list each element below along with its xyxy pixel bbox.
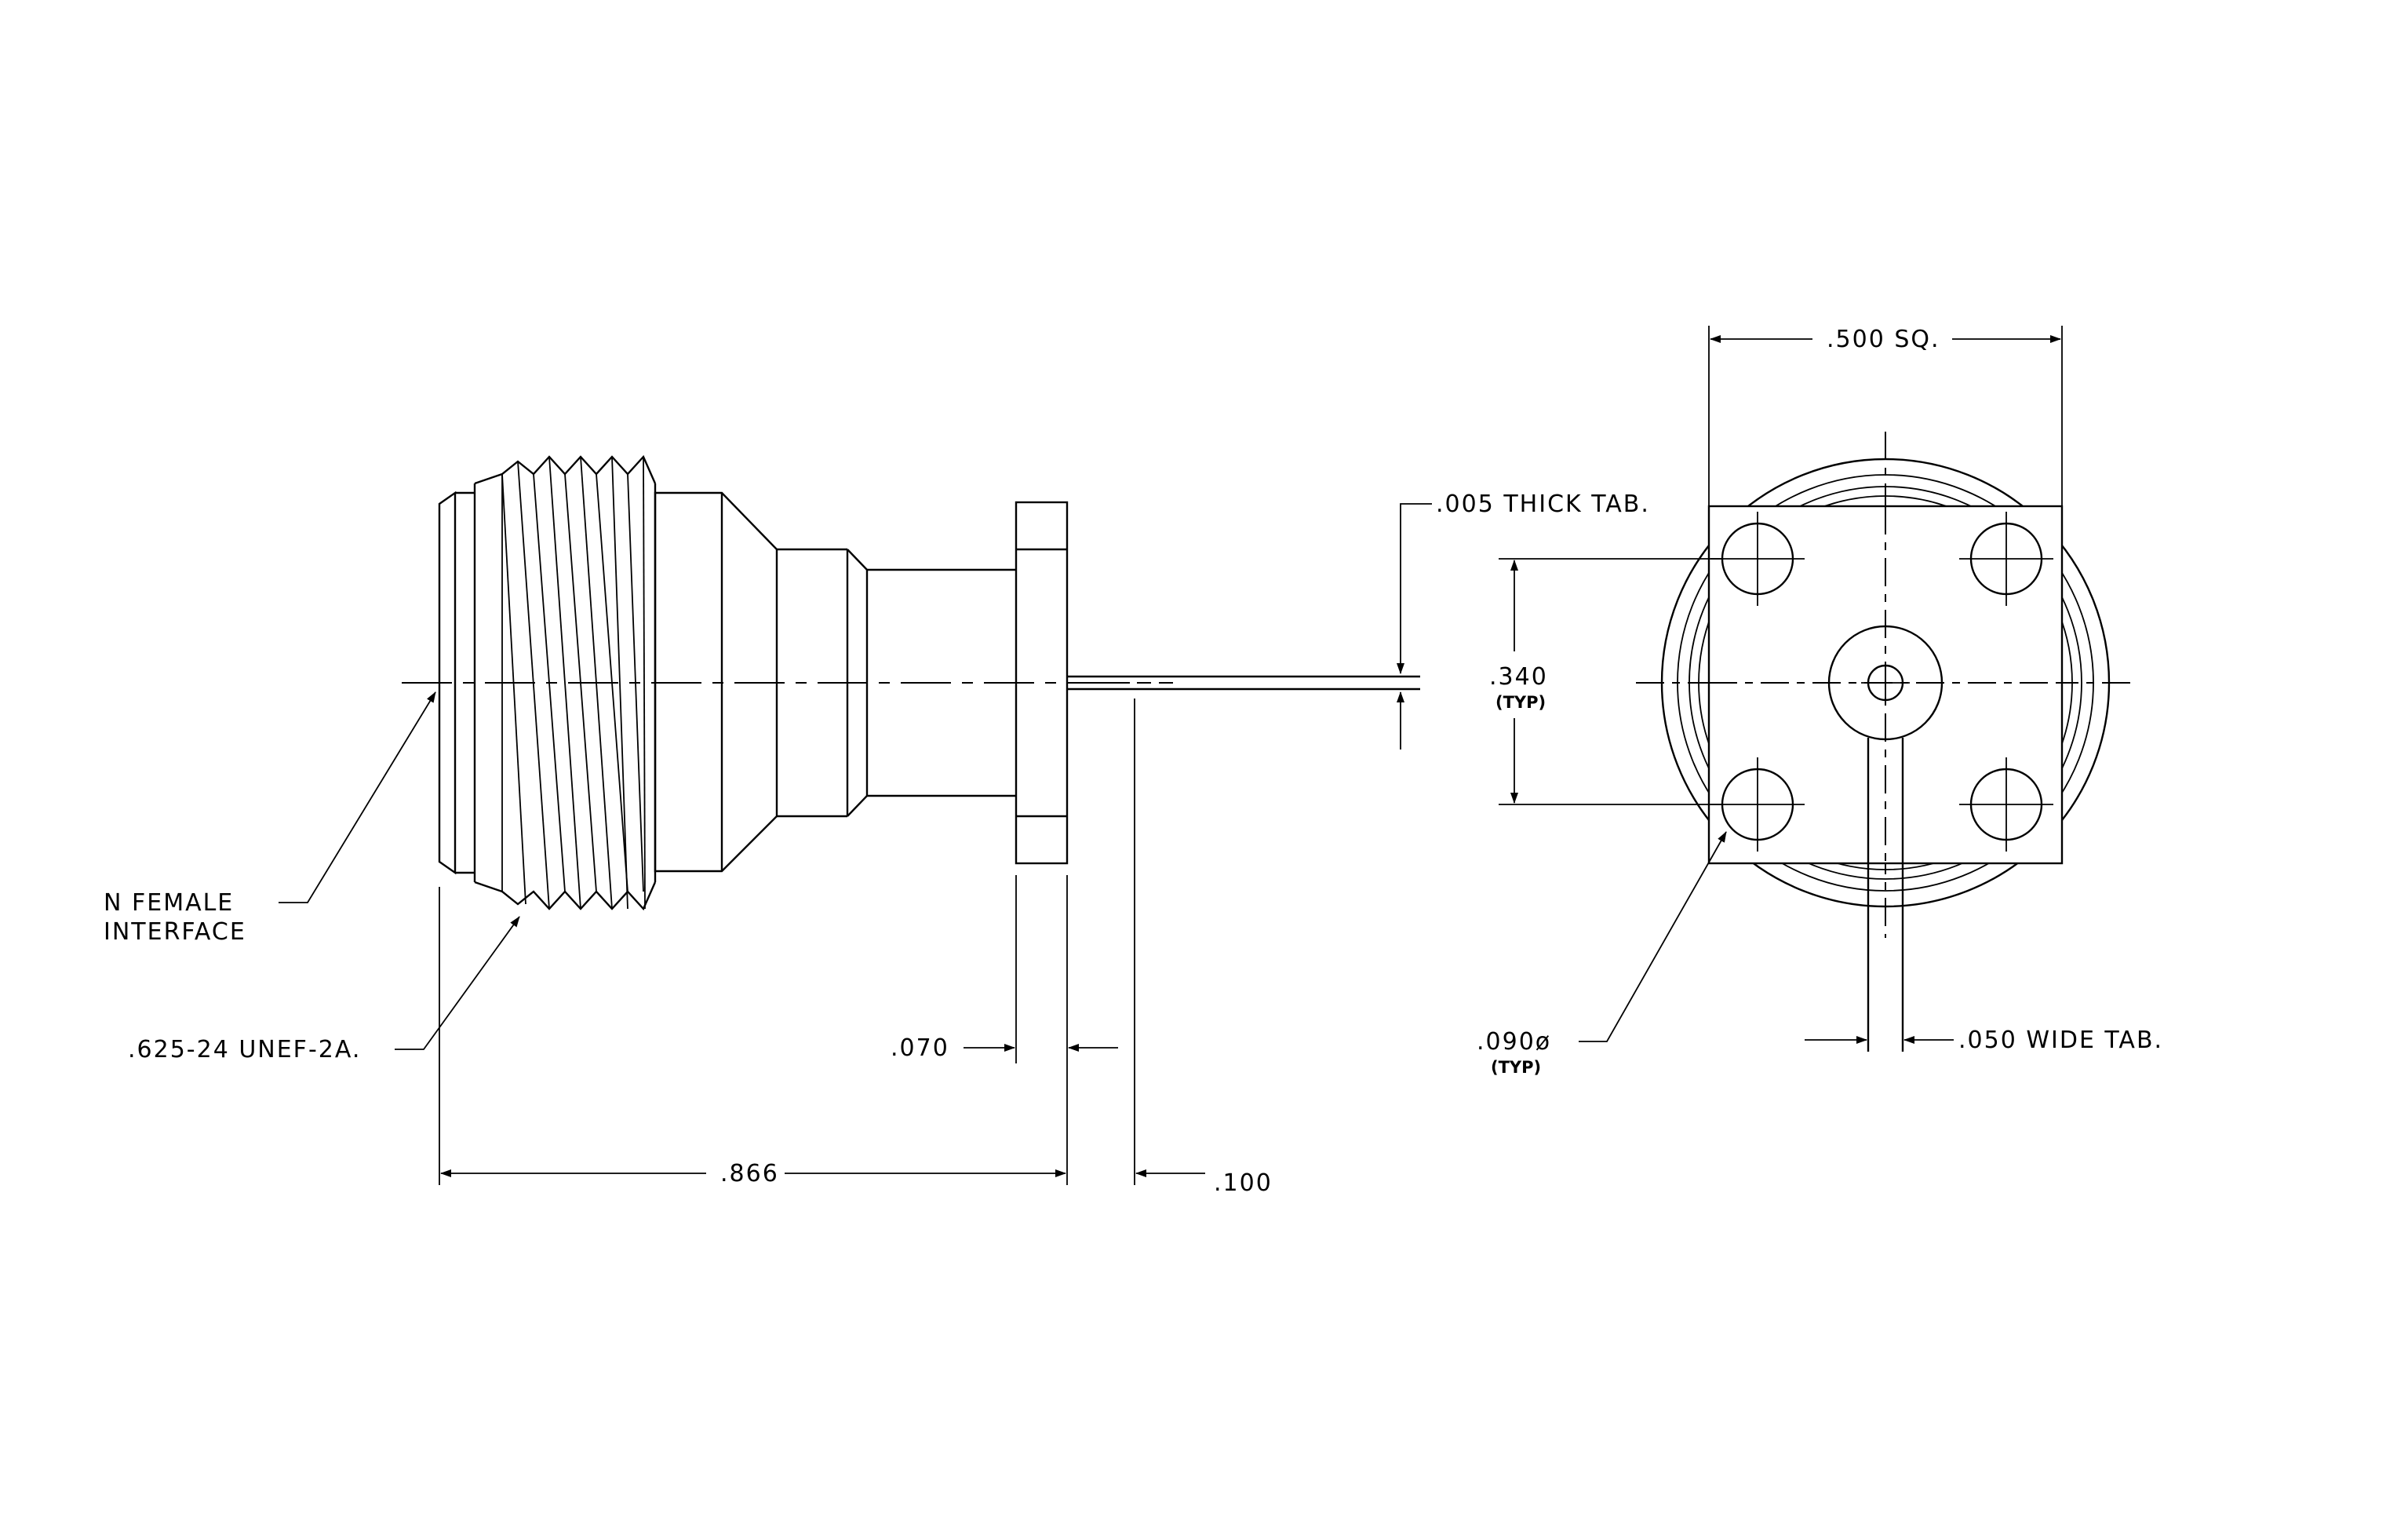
thick-tab-arrow-top: [1397, 503, 1432, 674]
dim-340-label: .340: [1489, 663, 1548, 691]
dim-090-label: .090ø: [1477, 1028, 1551, 1056]
front-face: [438, 483, 476, 882]
dim-500-label: .500 SQ.: [1827, 326, 1940, 353]
flange: [1015, 501, 1069, 865]
dim-866-label: .866: [720, 1160, 779, 1187]
side-dimensions: N FEMALE INTERFACE .625-24 UNEF-2A. .070…: [104, 491, 1650, 1197]
dim-100-label: .100: [1214, 1169, 1273, 1197]
n-female-leader: [279, 691, 436, 903]
dim-340-typ: (TYP): [1495, 693, 1546, 712]
end-dimensions: .500 SQ. .340 (TYP) .090ø (TYP) .050 WID…: [1477, 326, 2163, 1077]
thread-label: .625-24 UNEF-2A.: [128, 1036, 361, 1063]
interface-label: INTERFACE: [104, 918, 246, 946]
side-view: [402, 454, 1420, 911]
end-view: [1636, 432, 2134, 1052]
body: [654, 491, 1016, 873]
outer-circle: [1660, 458, 2111, 908]
thread-section: [474, 454, 657, 911]
hole-dia-leader: [1579, 831, 1727, 1042]
thread-leader: [395, 916, 520, 1050]
tab: [1067, 675, 1420, 691]
dim-090-typ: (TYP): [1491, 1058, 1541, 1077]
dim-070-label: .070: [891, 1034, 949, 1062]
thick-tab-label: .005 THICK TAB.: [1436, 491, 1650, 518]
center-boss: [1827, 625, 1944, 741]
wide-tab-label: .050 WIDE TAB.: [1958, 1027, 2163, 1054]
n-female-label: N FEMALE: [104, 889, 234, 917]
